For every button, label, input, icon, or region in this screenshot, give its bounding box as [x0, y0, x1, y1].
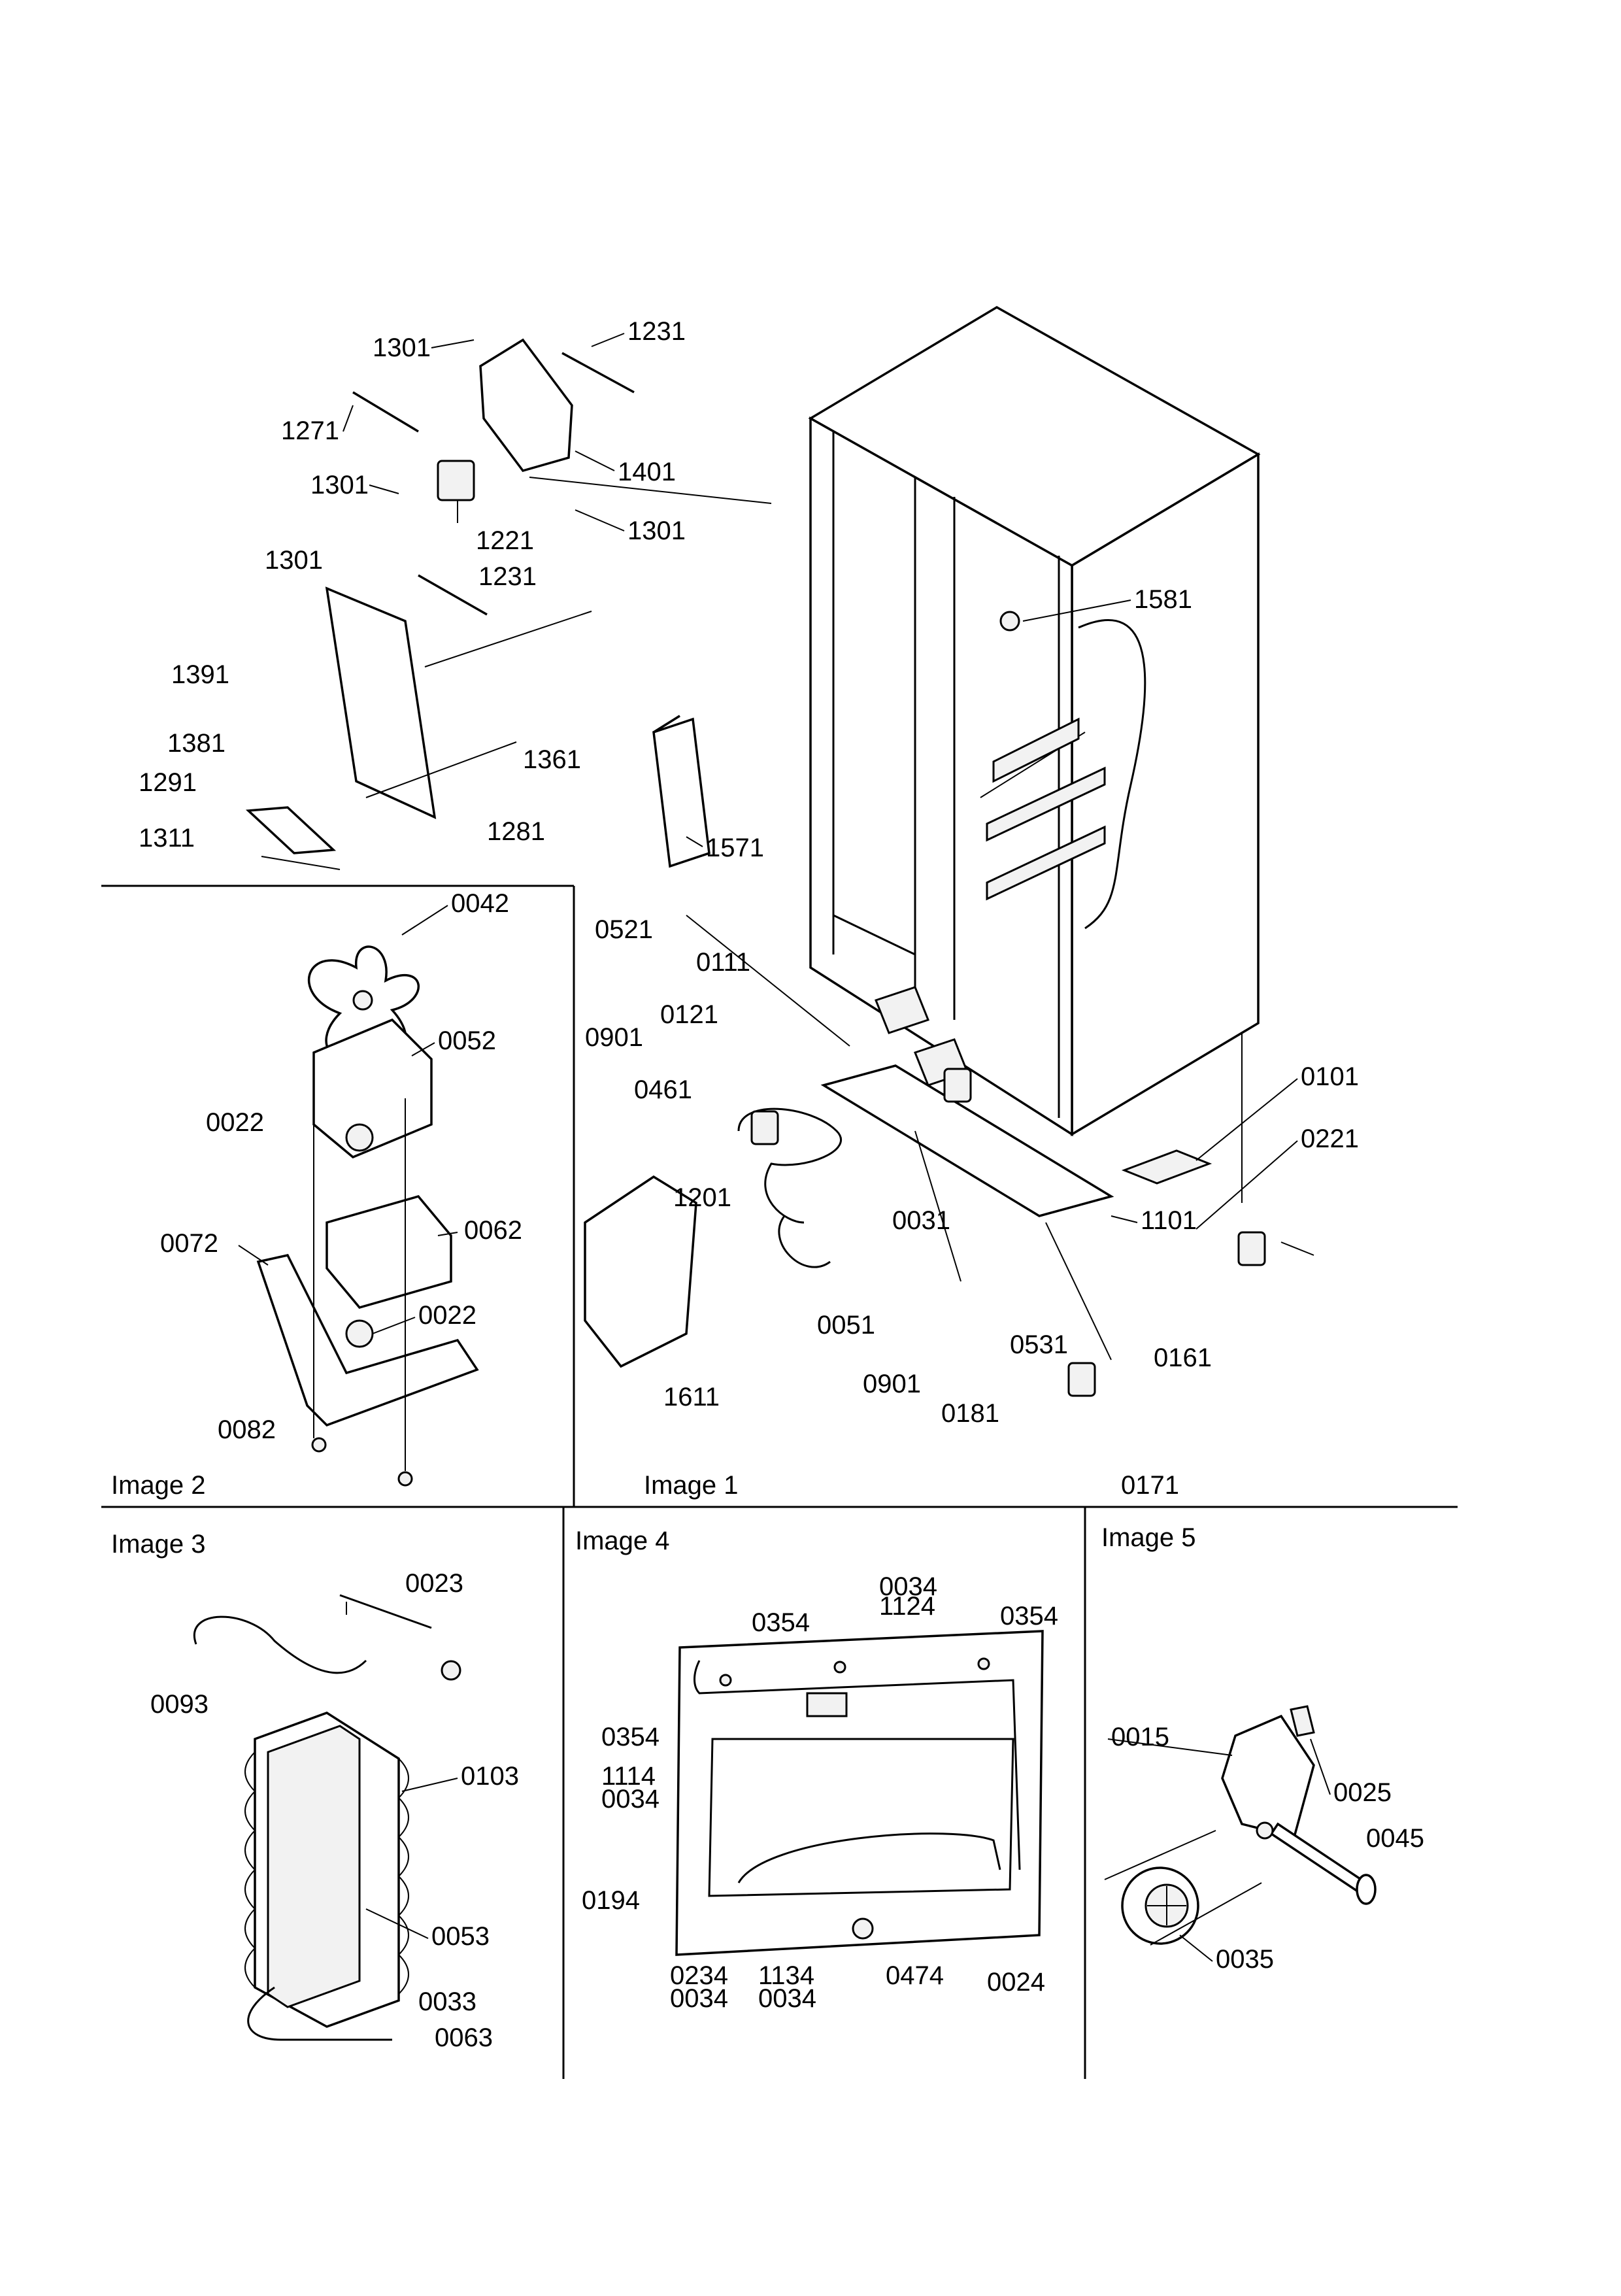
callout-label: 0034: [601, 1785, 660, 1814]
callout-label: 1391: [171, 660, 229, 689]
callout-label: 1101: [1141, 1206, 1197, 1235]
callout-label: 1301: [373, 333, 431, 362]
callout-label: 0354: [601, 1723, 660, 1751]
callout-label: 0052: [438, 1026, 496, 1055]
callout-label: 0045: [1366, 1824, 1424, 1853]
callout-label: 1221: [476, 526, 534, 555]
callout-label: 0181: [941, 1399, 999, 1428]
callout-label: 0354: [1000, 1602, 1058, 1630]
callout-label: 0015: [1111, 1723, 1169, 1751]
callout-label: 0171: [1121, 1471, 1179, 1500]
callout-label: 0194: [582, 1886, 640, 1915]
callout-label: 1231: [478, 562, 537, 591]
callout-label: 0103: [461, 1762, 519, 1791]
callouts-image-4: 0034 1124 0354 0354 0354 1114 0034 0194 …: [582, 1572, 1058, 2013]
panel-title-image-5: Image 5: [1101, 1523, 1196, 1552]
callout-label: 0022: [206, 1108, 264, 1137]
cabinet-assembly: [584, 305, 1314, 1397]
callout-label: 0053: [431, 1922, 490, 1951]
panel-frames: [101, 885, 1458, 2079]
callout-label: 0035: [1216, 1945, 1274, 1974]
callout-label: 0051: [817, 1311, 875, 1340]
callout-label: 0063: [435, 2023, 493, 2052]
back-panel-assembly: [675, 1630, 1044, 1956]
callout-label: 0474: [886, 1961, 944, 1990]
panel-title-image-1: Image 1: [644, 1471, 739, 1500]
callout-label: 1124: [879, 1592, 935, 1621]
callout-label: 1611: [663, 1383, 720, 1411]
callout-label: 1271: [281, 416, 339, 445]
callouts-image-2: 0042 0052 0022 0062 0072 0022 0082: [160, 889, 522, 1444]
callout-label: 0022: [418, 1301, 476, 1330]
callout-label: 1114: [601, 1762, 656, 1791]
callout-label: 1361: [523, 745, 581, 774]
callout-label: 1581: [1134, 585, 1192, 614]
callout-label: 1281: [487, 817, 545, 846]
callout-label: 0062: [464, 1216, 522, 1245]
callout-label: 0025: [1333, 1778, 1392, 1807]
callout-label: 0901: [863, 1370, 921, 1398]
callout-label: 1301: [265, 546, 323, 575]
callout-label: 0901: [585, 1023, 643, 1052]
callouts-image-5: 0015 0025 0045 0035: [1111, 1723, 1424, 1974]
callout-label: 0033: [418, 1987, 476, 2016]
callout-label: 1291: [139, 768, 197, 797]
top-fan-cover-assembly: [245, 338, 772, 870]
callout-label: 0101: [1301, 1062, 1359, 1091]
callout-label: 1311: [139, 824, 195, 853]
evaporator-coils: [244, 1751, 409, 1995]
callout-label: 0034: [758, 1984, 816, 2013]
callout-label: 0531: [1010, 1330, 1068, 1359]
callout-label: 0093: [150, 1690, 209, 1719]
panel-titles: Image 1 Image 2 Image 3 Image 4 Image 5: [111, 1471, 1196, 1559]
callout-label: 0082: [218, 1415, 276, 1444]
callout-label: 0072: [160, 1229, 218, 1258]
callout-label: 0461: [634, 1075, 692, 1104]
callout-label: 0234: [670, 1961, 728, 1990]
callout-label: 0111: [696, 948, 750, 977]
callout-label: 0161: [1154, 1343, 1212, 1372]
callouts-image-1: 1581 1571 0521 0111 0121 0901 0461 0101 …: [585, 585, 1359, 1500]
callout-label: 0034: [670, 1984, 728, 2013]
callout-label: 1134: [758, 1961, 814, 1990]
callout-label: 1401: [618, 458, 676, 486]
callout-label: 0221: [1301, 1124, 1359, 1153]
callout-label: 1301: [627, 516, 686, 545]
callout-label: 0023: [405, 1569, 463, 1598]
panel-title-image-3: Image 3: [111, 1530, 206, 1559]
callout-label: 0031: [892, 1206, 950, 1235]
callout-label: 0034: [879, 1572, 937, 1601]
callout-label: 1201: [673, 1183, 731, 1212]
callout-label: 0042: [451, 889, 509, 918]
roller-assembly: [1104, 1705, 1377, 1946]
callout-label: 1381: [167, 729, 226, 758]
callout-label: 0521: [595, 915, 653, 944]
callout-label: 1301: [310, 471, 369, 499]
callout-label: 0354: [752, 1608, 810, 1637]
leader-lines: [238, 333, 1331, 1962]
panel-title-image-2: Image 2: [111, 1471, 206, 1500]
callout-label: 0121: [660, 1000, 718, 1029]
callout-label: 1231: [627, 317, 686, 346]
callouts-top: 1301 1231 1271 1301 1401 1221 1301 1301 …: [139, 317, 686, 853]
callout-label: 0024: [987, 1968, 1045, 1997]
evaporator-assembly: [193, 1594, 461, 2041]
panel-title-image-4: Image 4: [575, 1527, 670, 1555]
callout-label: 1571: [706, 834, 764, 862]
callouts-image-3: 0023 0093 0103 0053 0033 0063: [150, 1569, 519, 2052]
fan-motor-assembly: [256, 945, 479, 1487]
